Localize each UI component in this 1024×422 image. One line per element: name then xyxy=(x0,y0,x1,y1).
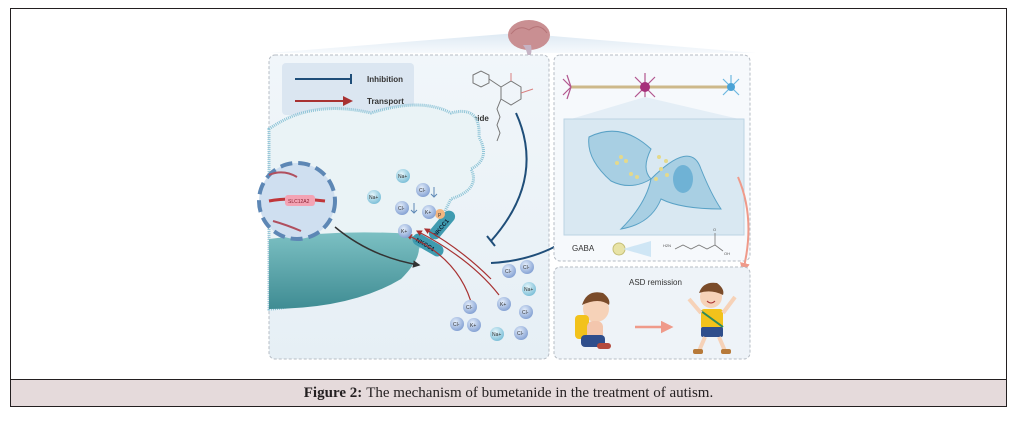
outcome-label: ASD remission xyxy=(629,278,682,287)
svg-text:Na+: Na+ xyxy=(398,174,407,180)
synapse-icon xyxy=(563,118,745,236)
svg-text:Cl-: Cl- xyxy=(419,188,426,194)
figure-image: Inhibition Transport Bumetanide xyxy=(11,9,1006,379)
ions-intracellular: Na+ Na+ Cl- Cl- K+ K+ xyxy=(367,169,438,238)
svg-text:Cl-: Cl- xyxy=(517,331,524,337)
svg-text:Cl-: Cl- xyxy=(466,305,473,311)
gaba-formula-hydroxyl: OH xyxy=(724,251,730,256)
cell-cytoplasm xyxy=(269,232,419,309)
bumetanide-inhibition-curve xyxy=(490,112,528,242)
svg-text:Na+: Na+ xyxy=(492,332,501,338)
legend-transport-label: Transport xyxy=(367,97,404,106)
transport-arrows xyxy=(405,228,500,310)
nkcc1-transporter: NKCC1 NKCC1 P xyxy=(412,209,456,257)
figure-caption: Figure 2: The mechanism of bumetanide in… xyxy=(11,379,1006,406)
zoom-fan xyxy=(571,97,739,119)
svg-text:K+: K+ xyxy=(425,210,431,216)
caption-text: The mechanism of bumetanide in the treat… xyxy=(366,384,714,401)
svg-text:K+: K+ xyxy=(401,229,407,235)
svg-text:Na+: Na+ xyxy=(524,287,533,293)
gaba-label: GABA xyxy=(572,244,595,253)
gaba-formula-oxygen: O xyxy=(713,227,716,232)
svg-text:Na+: Na+ xyxy=(369,195,378,201)
gaba-structure xyxy=(674,233,724,252)
inhibition-bar xyxy=(486,235,496,247)
figure-frame: Inhibition Transport Bumetanide xyxy=(10,8,1007,407)
gaba-formula-amine: H2N xyxy=(663,243,671,248)
figure-illustration: Inhibition Transport Bumetanide xyxy=(257,20,756,360)
svg-text:Cl-: Cl- xyxy=(522,310,529,316)
bumetanide-structure xyxy=(472,70,534,142)
svg-text:Cl-: Cl- xyxy=(505,269,512,275)
gene-label: SLC12A2 xyxy=(288,199,310,205)
svg-text:K+: K+ xyxy=(470,323,476,329)
phosphate-icon xyxy=(435,209,445,219)
svg-text:Cl-: Cl- xyxy=(453,322,460,328)
svg-text:Cl-: Cl- xyxy=(523,265,530,271)
expression-arrow xyxy=(334,226,421,268)
neuron-icon xyxy=(562,73,740,101)
svg-text:P: P xyxy=(438,213,442,219)
child-sad-icon xyxy=(575,292,611,349)
gaba-beam xyxy=(623,241,651,257)
svg-text:K+: K+ xyxy=(500,302,506,308)
outcome-arrow xyxy=(737,176,750,273)
child-happy-icon xyxy=(687,282,737,354)
svg-text:Cl-: Cl- xyxy=(398,206,405,212)
legend: Inhibition Transport xyxy=(282,63,414,115)
gene-box xyxy=(285,195,315,206)
caption-label: Figure 2: xyxy=(303,384,363,401)
ions-extracellular: Cl- Cl- Na+ Cl- K+ Cl- Cl- K+ Na+ Cl- xyxy=(450,260,536,341)
legend-inhibition-label: Inhibition xyxy=(367,75,403,84)
brain-icon xyxy=(508,20,550,61)
nucleus: SLC12A2 xyxy=(257,161,337,241)
